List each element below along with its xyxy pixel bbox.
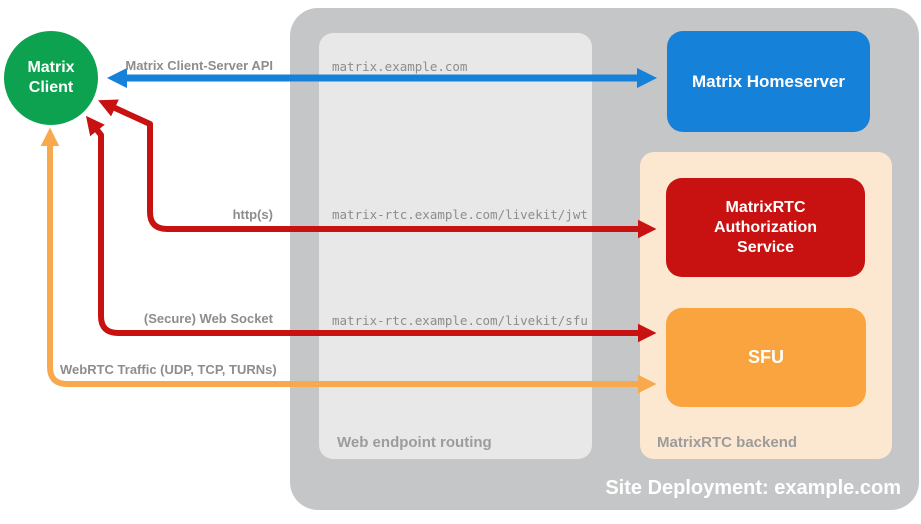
matrixrtc-authorization-service-node: MatrixRTC Authorization Service [666,178,865,277]
edge-webrtc-sfu [40,127,657,394]
matrix-client-label: Matrix Client [27,59,75,96]
edge-label-webrtc-traffic: WebRTC Traffic (UDP, TCP, TURNs) [60,362,277,377]
route-matrix-example-com: matrix.example.com [332,59,468,74]
matrix-client-node: Matrix Client [4,31,98,125]
matrix-homeserver-node: Matrix Homeserver [667,31,870,132]
matrixrtc-backend-caption: MatrixRTC backend [657,434,798,451]
web-endpoint-routing-caption: Web endpoint routing [337,434,492,451]
edge-label-https: http(s) [232,207,273,222]
sfu-node: SFU [666,308,866,407]
sfu-label: SFU [748,347,784,368]
edge-label-client-server-api: Matrix Client-Server API [125,58,273,73]
route-livekit-jwt: matrix-rtc.example.com/livekit/jwt [332,207,588,222]
matrix-homeserver-label: Matrix Homeserver [691,71,846,91]
route-livekit-sfu: matrix-rtc.example.com/livekit/sfu [332,313,588,328]
matrixrtc-authorization-service-label: MatrixRTC Authorization Service [713,198,818,256]
edge-label-websocket: (Secure) Web Socket [143,311,273,326]
site-deployment-caption: Site Deployment: example.com [605,477,901,499]
